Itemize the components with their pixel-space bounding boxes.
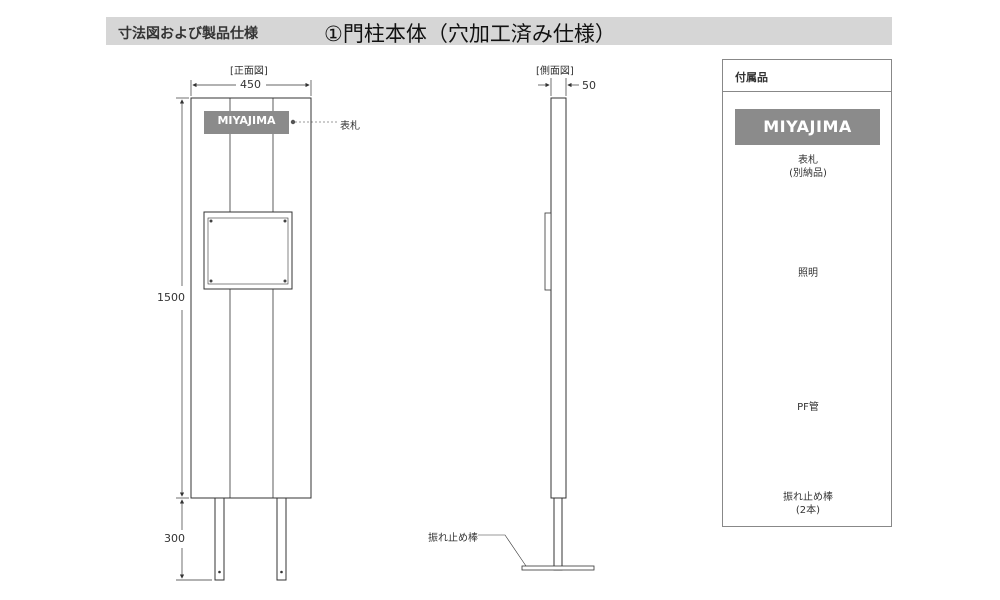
front-nameplate-text: MIYAJIMA [217, 114, 276, 127]
width-dimension: 450 [240, 78, 261, 91]
accessory-pf-conduit: PF管 [723, 401, 893, 414]
front-nameplate [204, 111, 289, 134]
accessories-title: 付属品 [735, 71, 768, 84]
post-dimension: 300 [164, 532, 185, 545]
accessory-name: 照明 [798, 268, 818, 279]
accessory-name: 表札 [798, 155, 818, 166]
divider [723, 91, 891, 92]
section-label: 寸法図および製品仕様 [118, 26, 258, 42]
accessory-note: (2本) [795, 505, 821, 516]
accessories-panel: 付属品 MIYAJIMA 表札 (別納品) 照明 PF管 振れ止め棒 (2本) [722, 59, 892, 527]
depth-dimension: 50 [582, 79, 596, 92]
front-view [176, 80, 337, 581]
nameplate-callout: 表札 [340, 121, 360, 132]
stabilizer-callout: 振れ止め棒 [428, 533, 478, 544]
front-light-box [203, 211, 293, 290]
side-stabilizer-rod [521, 565, 595, 571]
front-view-label: [正面図] [230, 66, 268, 77]
accessory-light: 照明 [723, 267, 893, 280]
accessory-note: (別納品) [789, 168, 827, 179]
section-header: 寸法図および製品仕様 ①門柱本体（穴加工済み仕様） [106, 17, 892, 46]
side-view [478, 78, 595, 571]
side-view-label: [側面図] [536, 66, 574, 77]
nameplate-icon: MIYAJIMA [735, 109, 880, 145]
accessory-nameplate: 表札 (別納品) [723, 154, 893, 180]
height-dimension: 1500 [157, 291, 185, 304]
accessory-stabilizer-rod: 振れ止め棒 (2本) [723, 491, 893, 517]
accessory-name: 振れ止め棒 [783, 492, 833, 503]
accessory-name: PF管 [797, 402, 819, 413]
page-title: ①門柱本体（穴加工済み仕様） [324, 22, 616, 46]
